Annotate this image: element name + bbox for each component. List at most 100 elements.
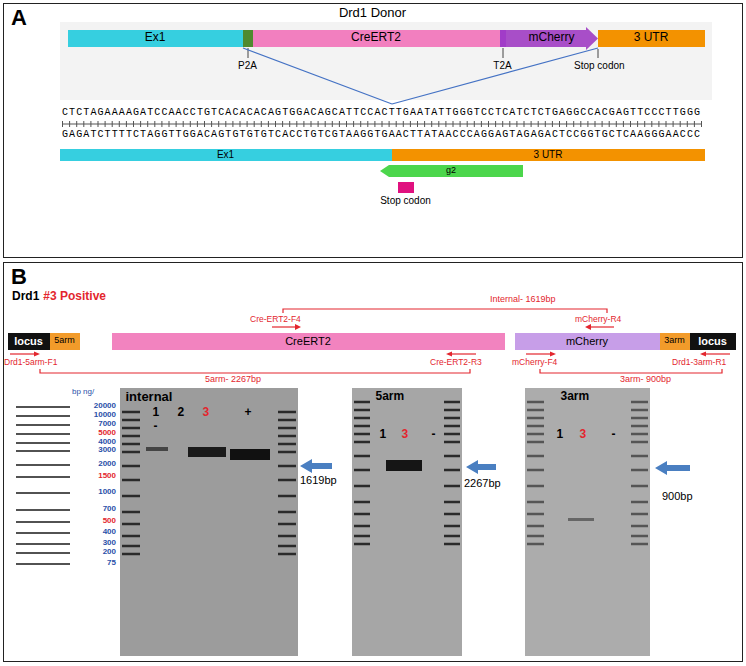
- lane-number: -: [154, 420, 158, 433]
- primer-name: Cre-ERT2-F4: [250, 315, 301, 324]
- node-text: 3 UTR: [534, 149, 563, 160]
- ladder-bands: [16, 407, 70, 564]
- lane-number: 3: [203, 406, 210, 419]
- gel-band: [188, 447, 226, 457]
- lane-number: -: [612, 428, 616, 441]
- band-size: 2267bp: [464, 477, 501, 489]
- lane-number: 3: [580, 428, 587, 441]
- amplicon-label: 5arm- 2267bp: [205, 375, 261, 385]
- ladder-size: 2000: [76, 460, 116, 469]
- map-frame: [60, 22, 712, 100]
- node-text: mCherry: [566, 335, 608, 347]
- arrow-head: [34, 352, 40, 357]
- ladder-size: 5000: [76, 429, 116, 438]
- node-text: Ex1: [217, 149, 234, 160]
- panel-title: #3 Positive: [43, 290, 106, 303]
- locus-block: locus: [8, 333, 50, 350]
- primer-arrow: [272, 326, 295, 327]
- lane-number: 2: [178, 406, 185, 419]
- primer-name: Cre-ERT2-R3: [430, 358, 482, 367]
- node-text: locus: [14, 335, 43, 347]
- stop-codon-box: Stop codon: [398, 182, 414, 193]
- feature-ticks: [248, 48, 598, 58]
- arm-block: 5arm: [50, 333, 80, 350]
- ladder-size: 20000: [76, 402, 116, 411]
- lane-number: -: [432, 428, 436, 441]
- lane-number: 1: [557, 428, 564, 441]
- ladder-size: 1500: [76, 472, 116, 481]
- gel-panel: 3arm 1 3 -: [525, 388, 650, 656]
- node-text: Ex1: [145, 31, 166, 44]
- gel-ladder: [527, 402, 648, 544]
- sequence-ruler: [62, 124, 702, 125]
- lane-number: +: [245, 406, 252, 419]
- primer-name: Drd1-5arm-F1: [4, 358, 57, 367]
- feature-label: Stop codon: [574, 60, 625, 71]
- primer-arrow: [452, 353, 476, 354]
- primer-name: mCherry-F4: [512, 358, 557, 367]
- zoom-lines: [243, 48, 598, 104]
- panel-title: Drd1 Donor: [339, 6, 406, 20]
- gel-panel: 5arm13-: [352, 388, 462, 656]
- node-text: 5arm: [54, 336, 75, 346]
- arrow-head: [446, 352, 452, 357]
- arm-bracket: [540, 369, 722, 373]
- node-text: g2: [446, 166, 456, 176]
- gel-title: 3arm: [561, 390, 590, 403]
- shape-fill: [380, 165, 523, 177]
- ladder-size: 1000: [76, 488, 116, 497]
- primer-arrow: [706, 353, 730, 354]
- gel-title: 5arm: [376, 390, 405, 403]
- exon-segment: Ex1: [60, 149, 392, 161]
- feature-label: P2A: [238, 60, 257, 71]
- ladder-size: 500: [76, 517, 116, 526]
- arrow-head: [585, 324, 591, 330]
- exon-segment: Ex1: [68, 30, 243, 47]
- internal-bracket: [283, 309, 607, 313]
- lane-number: 3: [402, 428, 409, 441]
- arrow-head: [295, 324, 301, 330]
- p2a-segment: P2A: [243, 30, 253, 47]
- gel-band: [386, 460, 422, 471]
- node-text: CreERT2: [351, 31, 401, 44]
- node-text: 3arm: [664, 336, 685, 346]
- size-arrow: [655, 461, 690, 475]
- primer-arrow: [10, 353, 34, 354]
- primer-heads: [34, 324, 706, 357]
- ladder-size: 700: [76, 505, 116, 514]
- node-text: CreERT2: [285, 335, 331, 347]
- gel-image: [352, 388, 462, 656]
- t2a-segment: T2A: [500, 30, 506, 47]
- panel-title: Drd1: [12, 290, 39, 303]
- lane-number: 1: [153, 406, 160, 419]
- gel-band: [568, 518, 594, 521]
- node-text: 3 UTR: [634, 31, 669, 44]
- gel-panel: internal123+-: [120, 388, 298, 656]
- arm-bracket: [40, 369, 470, 373]
- arrow-head: [550, 352, 556, 357]
- feature-label: Stop codon: [380, 195, 431, 206]
- ladder-size: 200: [76, 548, 116, 557]
- node-text: mCherry: [528, 31, 574, 44]
- sequence-ruler-ticks: [62, 121, 702, 127]
- panel-letter: B: [11, 265, 27, 289]
- amplicon-label: 3arm- 900bp: [620, 375, 671, 385]
- panel-letter: A: [11, 6, 27, 30]
- primer-arrow: [591, 326, 614, 327]
- ladder-size: 400: [76, 528, 116, 537]
- size-arrow: [466, 460, 496, 474]
- ladder-size: 7000: [76, 420, 116, 429]
- creert2-block: CreERT2: [112, 333, 505, 350]
- ladder-size: 300: [76, 539, 116, 548]
- dna-sequence: GAGATCTTTTCTAGGTTGGACAGTGTGTGTCACCTGTCGT…: [62, 129, 701, 140]
- ladder-unit: bp ng/: [72, 388, 94, 397]
- guide-arrow: g2: [380, 165, 523, 177]
- utr-segment: 3 UTR: [598, 30, 705, 47]
- dna-sequence: CTCTAGAAAAGATCCAACCTGTCACACACAGTGGACAGCA…: [62, 107, 701, 118]
- size-arrow: [300, 459, 332, 473]
- band-size: 1619bp: [300, 474, 337, 486]
- utr-segment: 3 UTR: [392, 149, 705, 161]
- ladder-size: 10000: [76, 411, 116, 420]
- locus-block: locus: [690, 333, 736, 350]
